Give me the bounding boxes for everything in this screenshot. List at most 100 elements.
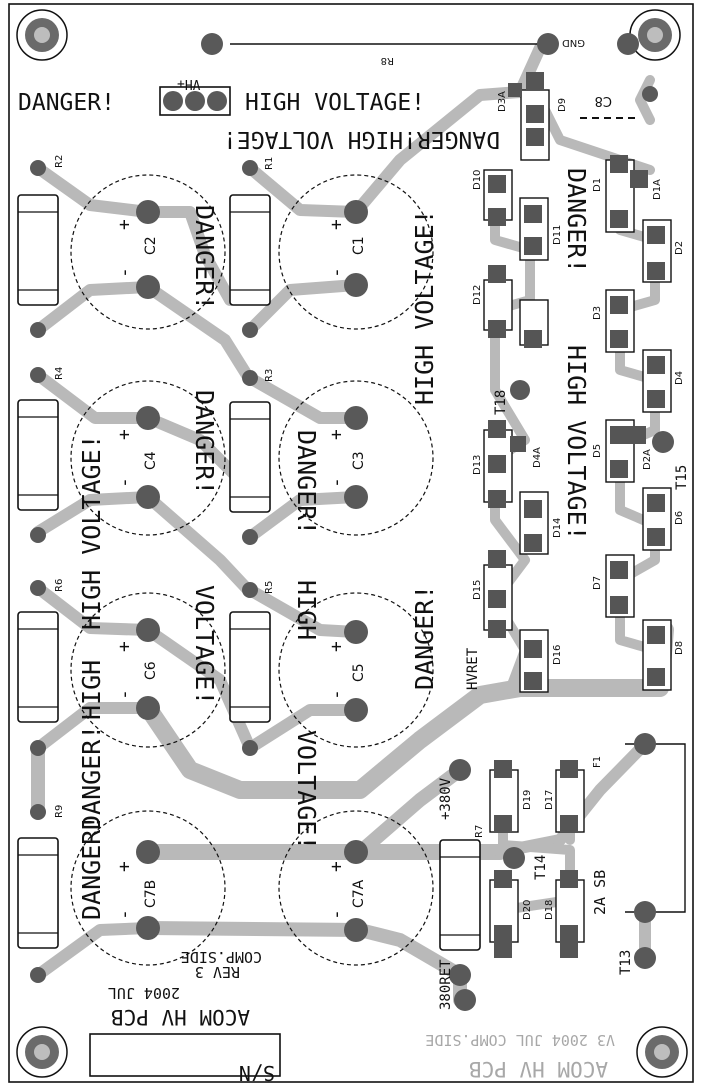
ret380-label: 380RET xyxy=(438,959,454,1010)
polarity-c6-plus: + xyxy=(114,641,135,652)
ref-d1: D1 xyxy=(592,178,603,192)
ref-d7: D7 xyxy=(592,576,603,590)
hv-label: +HV xyxy=(177,76,201,91)
polarity-c5-plus: + xyxy=(326,641,347,652)
ref-c5: C5 xyxy=(351,663,367,682)
serial-box xyxy=(89,1033,281,1077)
ref-d18: D18 xyxy=(544,900,555,920)
high-c6-label: HIGH xyxy=(77,660,106,720)
polarity-c3-plus: + xyxy=(326,429,347,440)
voltage-c7a-label: VOLTAGE! xyxy=(292,730,321,850)
cap-c4-outline xyxy=(70,380,226,536)
polarity-c1-plus: + xyxy=(326,219,347,230)
danger-right-label: DANGER! xyxy=(562,168,591,273)
serial-label: S/N xyxy=(239,1061,275,1085)
ref-d5: D5 xyxy=(592,444,603,458)
top-header xyxy=(159,33,658,119)
cap-c2-outline xyxy=(70,174,226,330)
gnd-label: GND xyxy=(562,37,585,48)
polarity-c7b-minus: - xyxy=(114,909,135,920)
r8-label: R8 xyxy=(381,55,394,66)
ref-r5: R5 xyxy=(264,581,275,594)
danger-c2-label: DANGER! xyxy=(190,205,219,310)
ref-d4a: D4A xyxy=(532,447,543,468)
ref-c6: C6 xyxy=(143,661,159,680)
cap-c6-outline xyxy=(70,592,226,748)
rev-line3: REV 3 xyxy=(195,963,240,981)
danger-c7b-label: DANGER! xyxy=(77,815,106,920)
ref-t13: T13 xyxy=(618,950,634,975)
rev-line2: 2004 JUL xyxy=(108,984,180,1002)
ref-d2: D2 xyxy=(674,241,685,255)
ref-d17: D17 xyxy=(544,790,555,810)
polarity-c6-minus: - xyxy=(114,689,135,700)
danger-c3-label: DANGER! xyxy=(292,430,321,535)
ref-t18: T18 xyxy=(493,390,509,415)
polarity-c3-minus: - xyxy=(326,477,347,488)
ref-c7b: C7B xyxy=(143,880,159,908)
polarity-c1-minus: - xyxy=(326,267,347,278)
resistors xyxy=(17,160,481,1011)
ghost-line1: V3 2004 JUL COMP.SIDE xyxy=(425,1031,615,1049)
voltage-c6-label: VOLTAGE! xyxy=(190,585,219,705)
ref-d12: D12 xyxy=(472,285,483,305)
ref-d15: D15 xyxy=(472,580,483,600)
rev-line4: COMP.SIDE xyxy=(181,948,262,966)
ref-d11: D11 xyxy=(552,225,563,245)
reference-designators: R2 R1 R4 R3 R6 R5 R9 R7 C2 C1 C4 C3 C6 C… xyxy=(54,91,690,975)
silkscreen: DANGER! HIGH VOLTAGE! +HV DANGER!HIGH VO… xyxy=(18,37,615,1085)
mounting-holes xyxy=(16,9,688,1078)
plus380-label: +380V xyxy=(438,777,454,820)
ref-d14: D14 xyxy=(552,518,563,538)
high-voltage-c4-label: HIGH VOLTAGE! xyxy=(77,434,106,630)
board-outline xyxy=(8,3,694,1083)
polarity-c4-plus: + xyxy=(114,429,135,440)
high-voltage-top-label: HIGH VOLTAGE! xyxy=(245,90,425,116)
ref-c1: C1 xyxy=(351,236,367,255)
cap-c7a-outline xyxy=(278,810,434,966)
cap-c3-outline xyxy=(278,380,434,536)
polarity-c5-minus: - xyxy=(326,689,347,700)
polarity-c4-minus: - xyxy=(114,477,135,488)
cap-c5-outline xyxy=(278,592,434,748)
polarity-c7a-minus: - xyxy=(326,909,347,920)
polarity-c2-minus: - xyxy=(114,267,135,278)
danger-top-label: DANGER! xyxy=(18,90,115,116)
rev-line1: ACOM HV PCB xyxy=(111,1005,250,1029)
ref-r9: R9 xyxy=(54,805,65,818)
ref-d8: D8 xyxy=(674,641,685,655)
ref-t15: T15 xyxy=(674,465,690,490)
c8-label: C8 xyxy=(595,93,612,108)
ref-c4: C4 xyxy=(143,451,159,470)
ref-d19: D19 xyxy=(522,790,533,810)
fuse-rating-label: 2A SB xyxy=(591,870,609,915)
danger-c1-label: DANGER! xyxy=(190,390,219,495)
ref-d3a: D3A xyxy=(497,91,508,112)
diodes xyxy=(483,72,674,958)
ref-r1: R1 xyxy=(264,157,275,170)
ref-d3: D3 xyxy=(592,306,603,320)
ref-d20: D20 xyxy=(522,900,533,920)
ref-r7: R7 xyxy=(474,825,485,838)
danger-mirror-label: DANGER!HIGH VOLTAGE! xyxy=(223,126,500,152)
hvret-label: HVRET xyxy=(465,647,481,690)
high-c5-label: HIGH xyxy=(292,580,321,640)
ref-d10: D10 xyxy=(472,170,483,190)
high-voltage-c1-label: HIGH VOLTAGE! xyxy=(410,209,439,405)
ref-d16: D16 xyxy=(552,645,563,665)
ghost-line2: ACOM HV PCB xyxy=(469,1057,608,1081)
polarity-c7a-plus: + xyxy=(326,861,347,872)
ref-c3: C3 xyxy=(351,451,367,470)
ref-d9: D9 xyxy=(557,98,568,112)
cap-c1-outline xyxy=(278,174,434,330)
ref-t14: T14 xyxy=(533,855,549,880)
ref-f1: F1 xyxy=(592,756,603,768)
ref-d4: D4 xyxy=(674,371,685,385)
ref-d6: D6 xyxy=(674,511,685,525)
capacitors xyxy=(70,174,434,966)
polarity-c2-plus: + xyxy=(114,219,135,230)
high-voltage-right-label: HIGH VOLTAGE! xyxy=(562,345,591,541)
ref-r4: R4 xyxy=(54,367,65,380)
